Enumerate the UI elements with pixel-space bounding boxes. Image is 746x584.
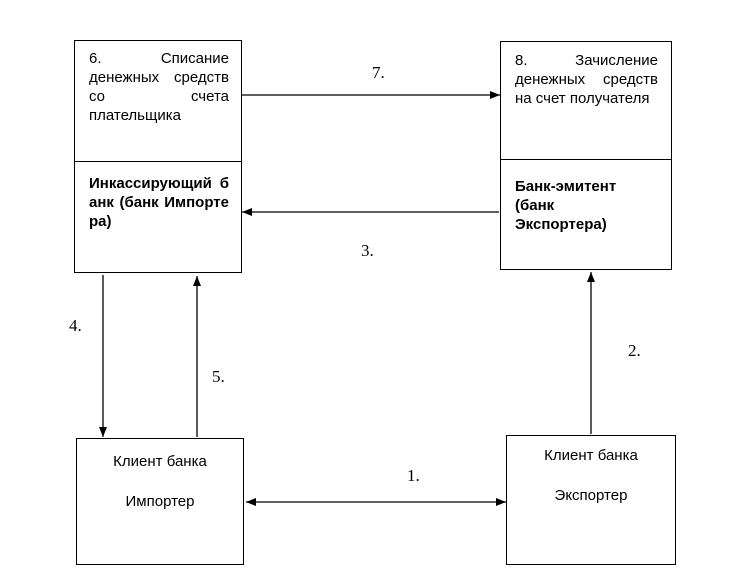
issuing-bank-step8-text: 8. Зачисление денежных средств на счет п…	[515, 52, 658, 107]
collecting-bank-divider	[74, 161, 242, 162]
collecting-bank-name: Инкассирующий банк (банк Импортера)	[89, 175, 229, 230]
label-step2: 2.	[628, 341, 641, 360]
importer-client-label: Клиент банка	[113, 453, 207, 470]
exporter-client-label: Клиент банка	[544, 447, 638, 464]
collecting-bank-step6-text: 6. Списание денежных средств со счета пл…	[89, 50, 229, 124]
importer-client-box: Клиент банка Импортер	[76, 438, 244, 565]
importer-client-name: Импортер	[125, 493, 195, 510]
label-step3: 3.	[361, 241, 374, 260]
label-step4: 4.	[69, 316, 82, 335]
exporter-client-name: Экспортер	[554, 487, 628, 504]
issuing-bank-box: 8. Зачисление денежных средств на счет п…	[500, 41, 672, 270]
issuing-bank-name: Банк-эмитент (банк Экспортера)	[515, 178, 617, 233]
issuing-bank-divider	[500, 159, 672, 160]
exporter-client-box: Клиент банка Экспортер	[506, 435, 676, 565]
label-step1: 1.	[407, 466, 420, 485]
label-step7: 7.	[372, 63, 385, 82]
label-step5: 5.	[212, 367, 225, 386]
collecting-bank-box: 6. Списание денежных средств со счета пл…	[74, 40, 242, 273]
